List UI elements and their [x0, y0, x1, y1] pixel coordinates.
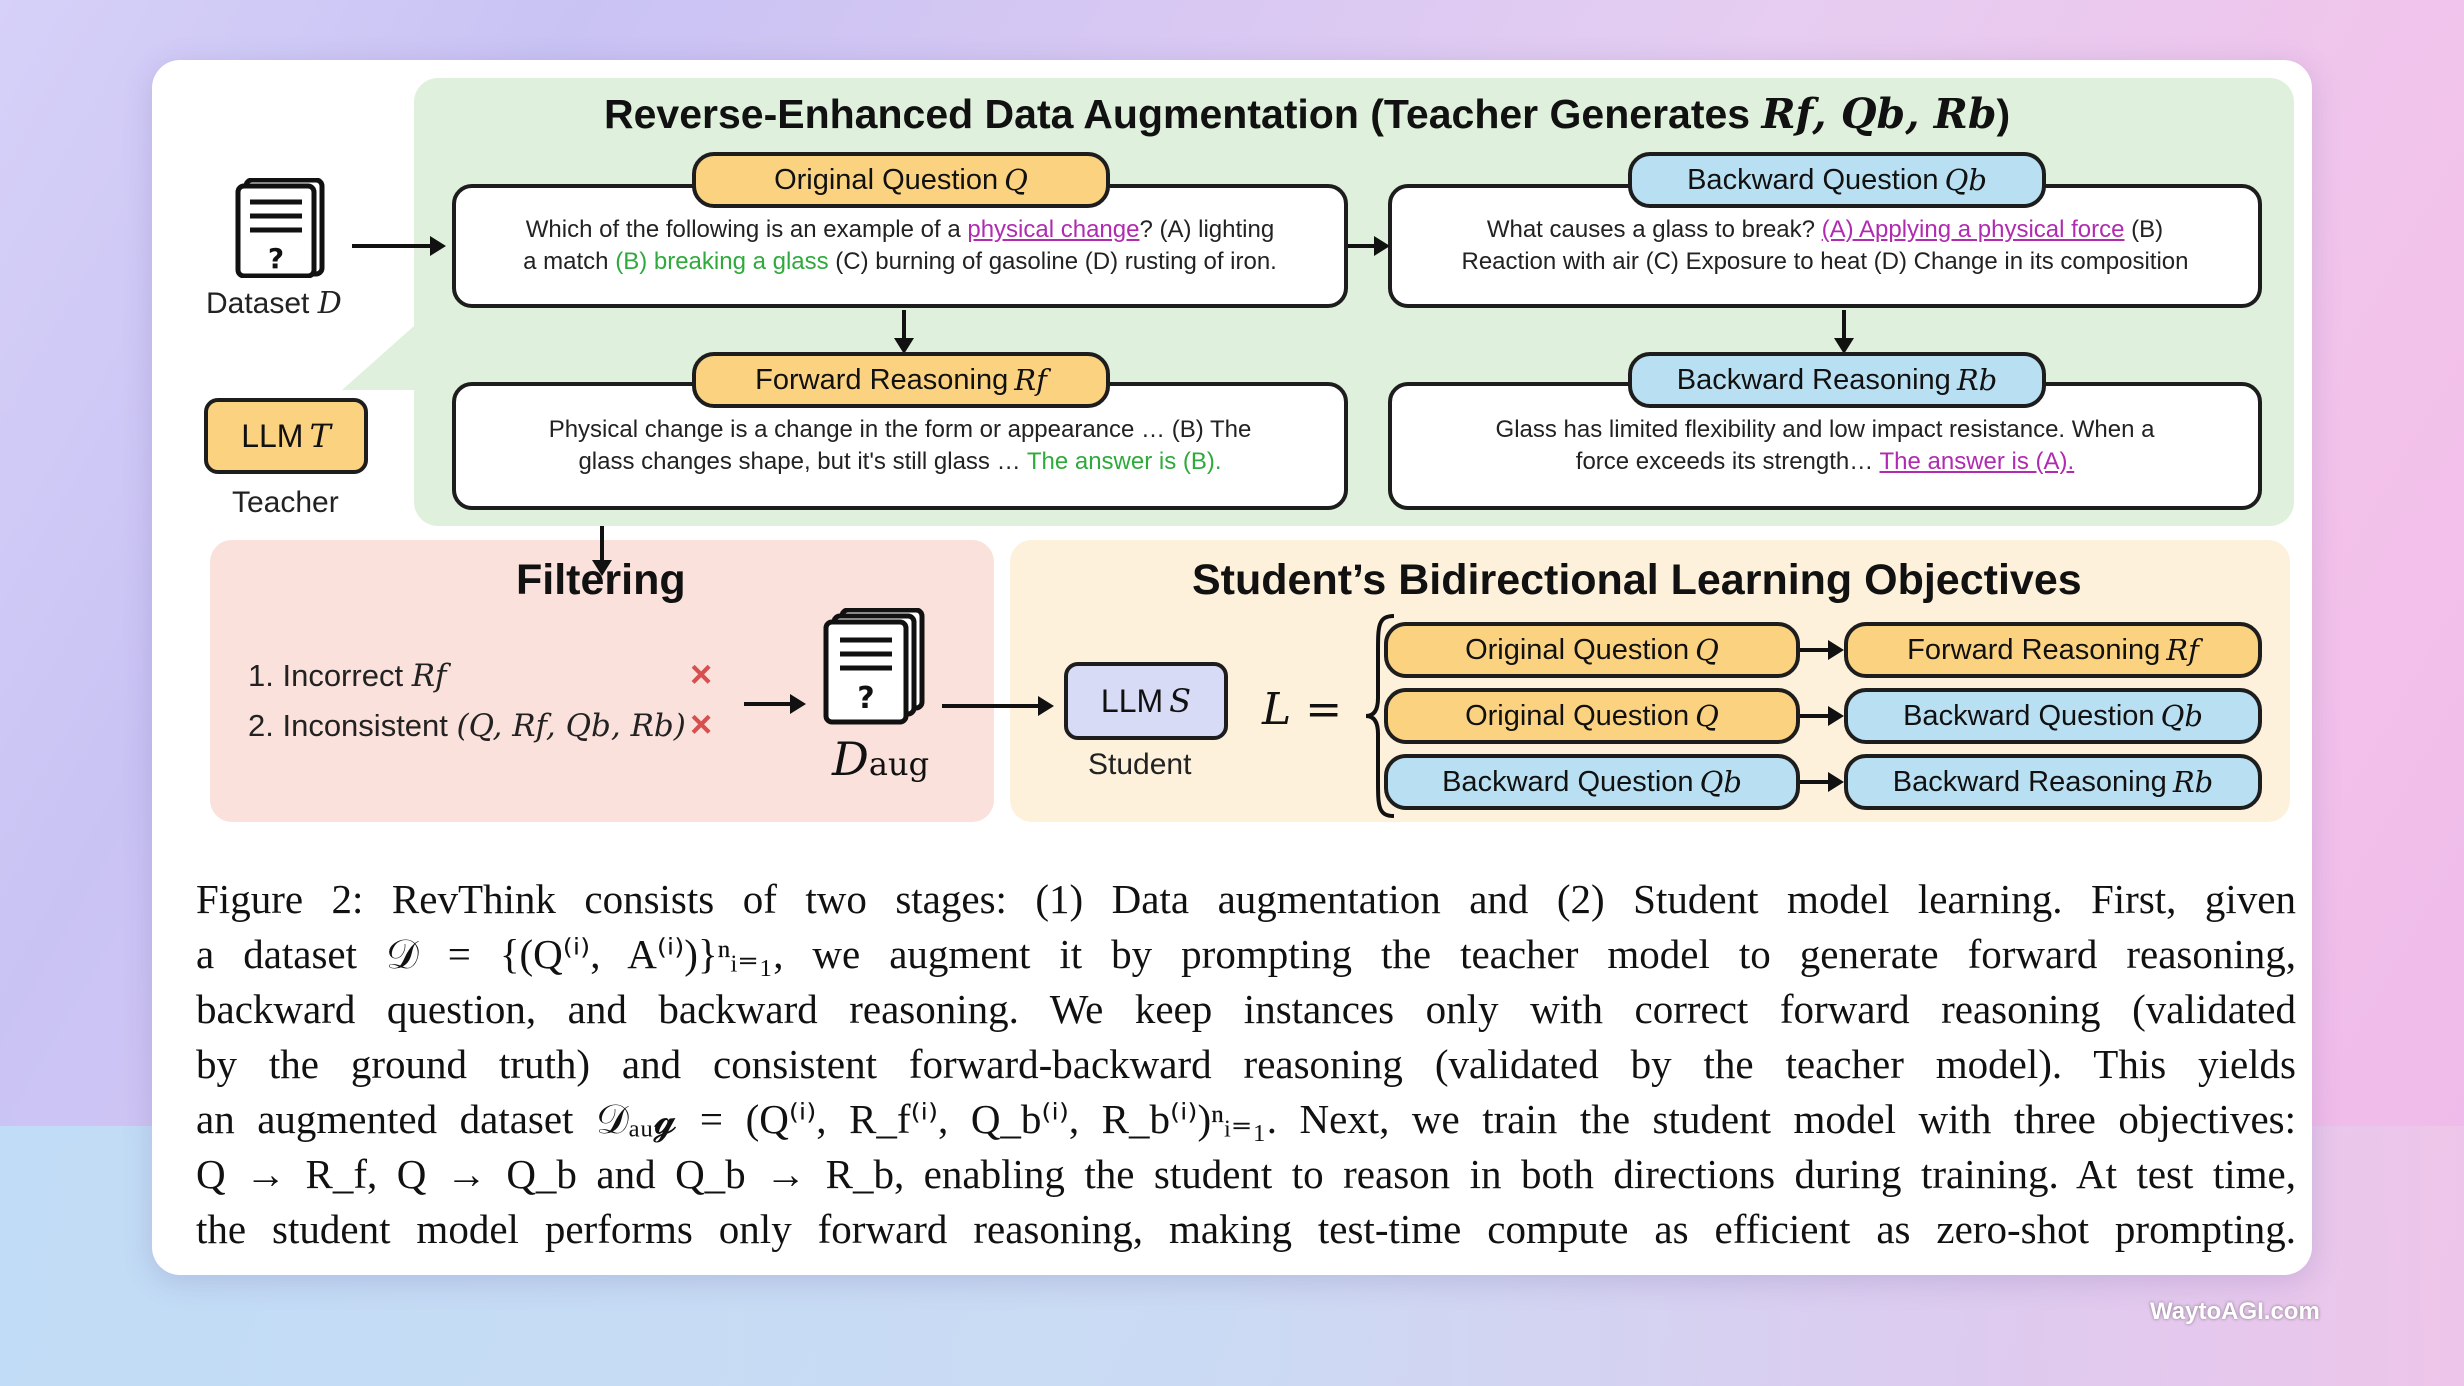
student-objectives-title: Student’s Bidirectional Learning Objecti… — [1192, 556, 2082, 604]
objective-1-left: Original Question Q — [1384, 622, 1800, 678]
objective-1-right: Forward Reasoning Rf — [1844, 622, 2262, 678]
caption-line-7: the student model performs only forward … — [196, 1206, 2296, 1252]
caption-line-2: a dataset 𝒟 = {(Q⁽ⁱ⁾, A⁽ⁱ⁾)}ⁿᵢ₌₁, we aug… — [196, 931, 2296, 977]
augmented-dataset-icon: ? — [820, 608, 928, 726]
filtering-x-mark-2: × — [690, 704, 713, 746]
student-llm-box: LLM S — [1064, 662, 1228, 740]
filtering-title: Filtering — [516, 556, 686, 604]
backward-reasoning-tag: Backward Reasoning Rb — [1628, 352, 2046, 408]
objective-3-arrow — [1800, 772, 1844, 792]
objective-1-arrow — [1800, 640, 1844, 660]
figure-card: Reverse-Enhanced Data Augmentation (Teac… — [152, 60, 2312, 1275]
original-question-tag: Original Question Q — [692, 152, 1110, 208]
filtering-item-incorrect: 1. Incorrect Rf — [248, 658, 447, 694]
backward-question-tag: Backward Question Qb — [1628, 152, 2046, 208]
backward-question-to-reasoning-arrow — [1834, 310, 1854, 354]
augmentation-title: Reverse-Enhanced Data Augmentation (Teac… — [604, 90, 2011, 138]
caption-line-3: backward question, and backward reasonin… — [196, 986, 2296, 1032]
dataset-document-icon: ? — [234, 178, 326, 278]
dataset-arrow — [352, 236, 446, 256]
objective-3-left: Backward Question Qb — [1384, 754, 1800, 810]
backward-reasoning-box: Glass has limited flexibility and low im… — [1388, 382, 2262, 510]
objective-3-right: Backward Reasoning Rb — [1844, 754, 2262, 810]
augmented-dataset-label: Daug — [832, 732, 930, 786]
objective-2-left: Original Question Q — [1384, 688, 1800, 744]
svg-text:?: ? — [268, 242, 284, 275]
augmentation-panel-tail — [342, 310, 432, 390]
caption-line-6: Q → R_f, Q → Q_b and Q_b → R_b, enabling… — [196, 1151, 2296, 1197]
aug-to-student-arrow — [942, 696, 1054, 716]
objective-2-arrow — [1800, 706, 1844, 726]
dataset-label: Dataset D — [206, 286, 342, 321]
objectives-brace — [1364, 612, 1398, 825]
to-filtering-arrow — [592, 526, 612, 576]
caption-line-4: by the ground truth) and consistent forw… — [196, 1041, 2296, 1087]
svg-text:?: ? — [857, 681, 874, 716]
teacher-llm-box: LLM T — [204, 398, 368, 474]
teacher-label: Teacher — [232, 486, 339, 519]
question-to-forward-arrow — [894, 310, 914, 354]
forward-reasoning-box: Physical change is a change in the form … — [452, 382, 1348, 510]
filtering-x-mark-1: × — [690, 654, 713, 696]
original-question-box: Which of the following is an example of … — [452, 184, 1348, 308]
student-label: Student — [1088, 748, 1192, 781]
objective-2-right: Backward Question Qb — [1844, 688, 2262, 744]
caption-line-1: Figure 2: RevThink consists of two stage… — [196, 876, 2296, 922]
figure-caption: Figure 2: RevThink consists of two stage… — [196, 872, 2296, 1257]
filtering-to-aug-arrow — [744, 694, 806, 714]
question-to-backward-arrow — [1348, 236, 1390, 256]
loss-symbol: L = — [1262, 684, 1343, 735]
filtering-item-inconsistent: 2. Inconsistent (Q, Rf, Qb, Rb) — [248, 708, 686, 744]
forward-reasoning-tag: Forward Reasoning Rf — [692, 352, 1110, 408]
caption-line-5: an augmented dataset 𝒟ₐᵤ𝓰 = (Q⁽ⁱ⁾, R_f⁽ⁱ… — [196, 1096, 2296, 1142]
watermark: WaytoAGI.com — [2150, 1298, 2320, 1325]
